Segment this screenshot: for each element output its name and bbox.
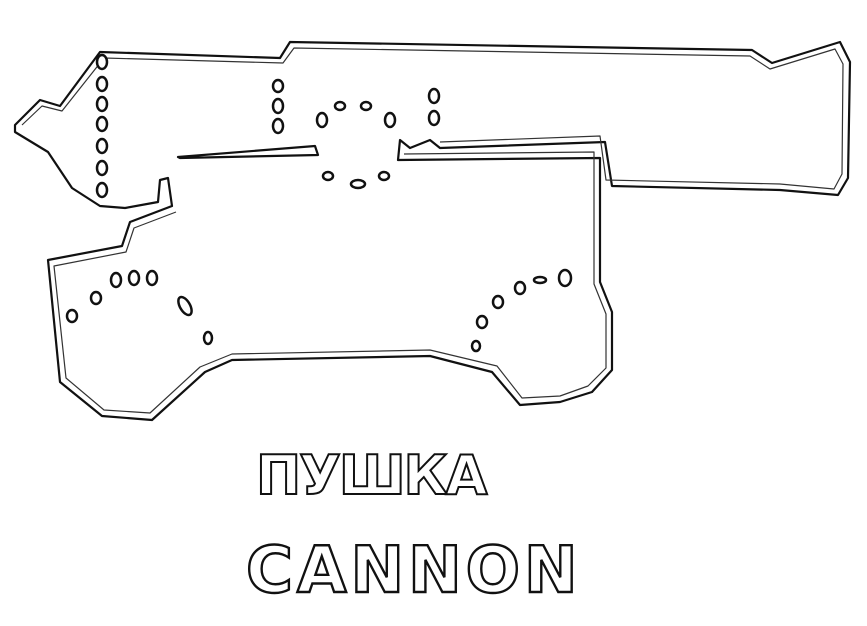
title-russian: ПУШКА — [256, 444, 488, 507]
rivets — [65, 53, 573, 353]
cannon-outline — [13, 40, 852, 422]
title-english: CANNON — [246, 534, 582, 608]
